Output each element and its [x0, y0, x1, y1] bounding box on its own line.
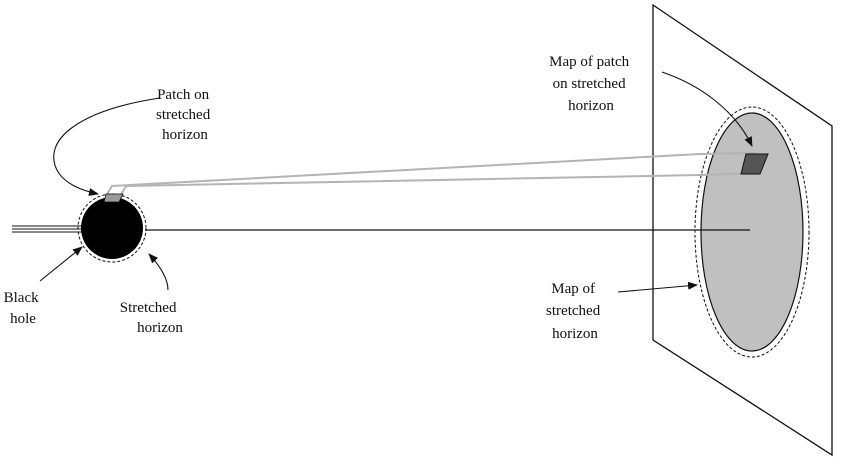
stretched-horizon-circle	[77, 193, 147, 263]
incoming-lines	[12, 225, 85, 233]
map-of-stretched-horizon-outline	[694, 106, 810, 358]
arrow-to-patch	[53, 97, 161, 196]
arrow-to-map-of-patch	[661, 71, 753, 147]
patch-on-stretched-horizon	[103, 193, 124, 203]
black-hole	[81, 197, 143, 259]
arrow-to-map-of-stretched-horizon	[617, 281, 698, 293]
map-of-stretched-horizon	[700, 112, 804, 352]
label-map-of-stretched-horizon: Map of stretched horizon	[546, 281, 604, 342]
arrow-to-black-hole	[39, 246, 83, 282]
map-of-patch	[740, 153, 769, 175]
label-stretched-horizon: Stretched horizon	[120, 300, 184, 336]
label-map-of-patch: Map of patch on stretched horizon	[549, 54, 633, 114]
projection-screen	[652, 3, 833, 457]
label-patch-on-stretched-horizon: Patch on stretched horizon	[156, 87, 214, 143]
arrow-to-stretched-horizon	[148, 253, 169, 291]
label-black-hole: Black hole	[4, 290, 43, 327]
light-rays	[105, 152, 761, 197]
